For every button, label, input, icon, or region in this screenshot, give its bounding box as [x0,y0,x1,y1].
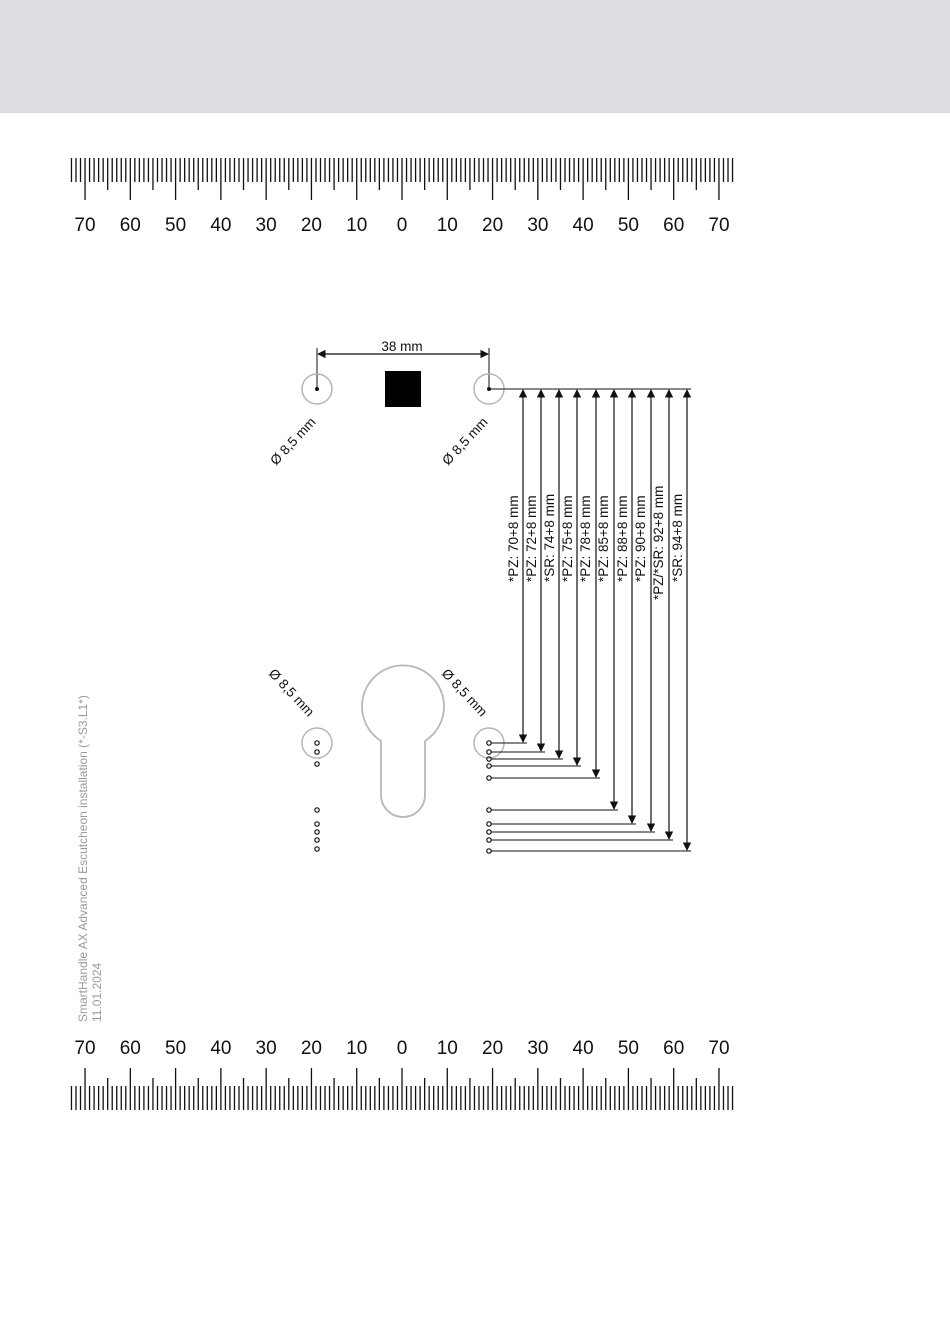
ruler-bottom-label: 40 [210,1038,231,1059]
hole-label-bottom-left: Ø 8,5 mm [266,666,317,720]
ruler-bottom-label: 70 [74,1038,95,1059]
hole-marker-dot [486,807,492,813]
distance-label: *PZ: 72+8 mm [524,495,539,582]
ruler-top-label: 10 [346,215,367,236]
hole-marker-dot [314,829,320,835]
distance-label: *PZ: 88+8 mm [615,495,630,582]
ruler-top: 70 60 50 40 30 20 10 0 10 20 30 40 50 60… [70,158,734,236]
distance-label: *SR: 94+8 mm [670,494,685,582]
ruler-bottom-label: 10 [437,1038,458,1059]
distance-label: *SR: 74+8 mm [542,494,557,582]
distance-label: *PZ: 78+8 mm [578,495,593,582]
ruler-bottom-label: 60 [120,1038,141,1059]
hole-marker-dot [314,761,320,767]
ruler-top-label: 70 [74,215,95,236]
drill-hole-bottom-left [301,727,333,759]
ruler-top-label: 20 [482,215,503,236]
ruler-top-label: 70 [708,215,729,236]
ruler-top-label: 50 [618,215,639,236]
hole-marker-dot [486,775,492,781]
hole-label-top-right: Ø 8,5 mm [439,414,490,468]
distance-label: *PZ: 75+8 mm [560,495,575,582]
ruler-bottom-label: 50 [165,1038,186,1059]
hole-marker-dot [486,837,492,843]
hole-marker-dot [314,846,320,852]
ruler-top-labels: 70 60 50 40 30 20 10 0 10 20 30 40 50 60… [74,215,729,236]
ruler-top-ticks [70,158,734,200]
ruler-top-label: 60 [663,215,684,236]
ruler-bottom-labels: 70 60 50 40 30 20 10 0 10 20 30 40 50 60… [74,1038,729,1059]
hole-marker-dot [486,821,492,827]
document-side-note: SmartHandle AX Advanced Escutcheon insta… [76,695,104,1022]
drill-hole-top-left [301,373,333,405]
ruler-top-label: 30 [527,215,548,236]
hole-label-top-left: Ø 8,5 mm [267,414,318,468]
ruler-bottom-label: 70 [708,1038,729,1059]
left-hole-markers [314,740,320,852]
distance-label: *PZ: 85+8 mm [596,495,611,582]
ruler-top-label: 50 [165,215,186,236]
ruler-bottom-label: 20 [482,1038,503,1059]
ruler-bottom: 70 60 50 40 30 20 10 0 10 20 30 40 50 60… [70,1038,734,1110]
leader-lines [491,742,691,852]
hole-marker-dot [486,848,492,854]
distance-arrows [518,389,692,851]
header-band [0,0,950,113]
ruler-bottom-label: 30 [527,1038,548,1059]
ruler-top-label: 10 [437,215,458,236]
document-date: 11.01.2024 [90,962,104,1022]
ruler-bottom-label: 30 [256,1038,277,1059]
ruler-top-label: 30 [256,215,277,236]
ruler-bottom-label: 0 [397,1038,408,1059]
ruler-bottom-label: 60 [663,1038,684,1059]
distance-label: *PZ: 70+8 mm [506,495,521,582]
hole-marker-dot [486,740,492,746]
hole-label-bottom-right: Ø 8,5 mm [439,666,490,720]
spindle-square [385,371,421,407]
ruler-bottom-label: 20 [301,1038,322,1059]
hole-marker-dot [486,829,492,835]
hole-marker-dot [314,749,320,755]
distance-labels: *PZ: 70+8 mm *PZ: 72+8 mm *SR: 74+8 mm *… [506,486,685,600]
ruler-top-label: 0 [397,215,408,236]
ruler-bottom-label: 50 [618,1038,639,1059]
document-title: SmartHandle AX Advanced Escutcheon insta… [76,695,90,1022]
hole-marker-dot [314,837,320,843]
drill-hole-top-left-center [315,387,319,391]
distance-label: *PZ/*SR: 92+8 mm [651,486,666,600]
keyhole-outline [361,664,445,818]
hole-marker-dot [486,763,492,769]
hole-marker-dot [314,740,320,746]
ruler-top-label: 40 [573,215,594,236]
ruler-bottom-ticks [70,1068,734,1110]
ruler-bottom-label: 10 [346,1038,367,1059]
hole-marker-dot [314,807,320,813]
width-dimension: 38 mm [316,339,490,389]
ruler-top-label: 40 [210,215,231,236]
width-dimension-label: 38 mm [381,339,422,354]
ruler-bottom-label: 40 [573,1038,594,1059]
ruler-top-label: 60 [120,215,141,236]
distance-label: *PZ: 90+8 mm [633,495,648,582]
hole-marker-dot [486,749,492,755]
hole-marker-dot [314,821,320,827]
ruler-top-label: 20 [301,215,322,236]
